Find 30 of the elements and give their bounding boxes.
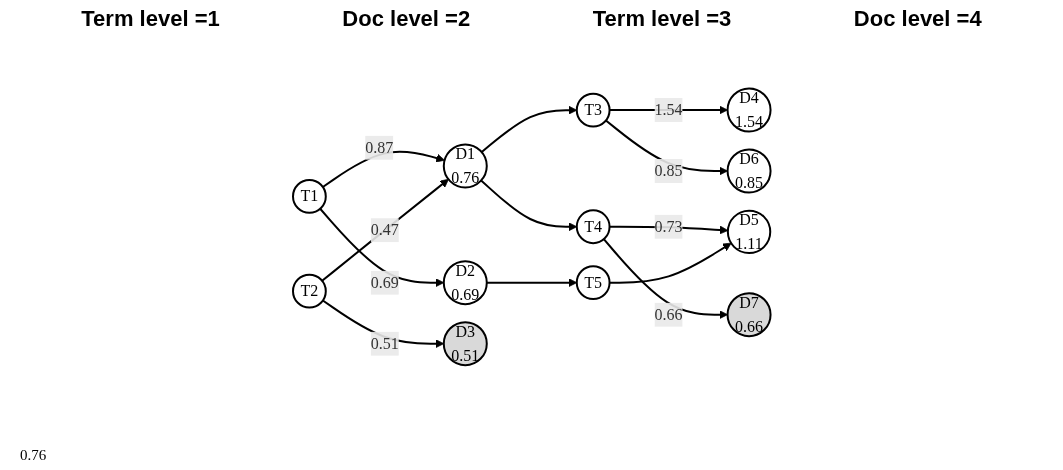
node-circle: D1 0.76 bbox=[442, 143, 488, 189]
arrow bbox=[479, 179, 577, 232]
node-circle: D7 0.66 bbox=[726, 292, 772, 338]
node-circle: D2 0.69 bbox=[442, 260, 488, 306]
column-heading: Term level =1 bbox=[81, 6, 220, 32]
edge-label: 0.73 bbox=[654, 217, 683, 235]
edge-label: 0.69 bbox=[370, 273, 399, 291]
node-circle: D4 1.54 bbox=[726, 87, 772, 133]
node-circle: D6 0.85 bbox=[726, 148, 772, 194]
column-heading: Term level =3 bbox=[592, 6, 732, 32]
column-heading: Doc level =2 bbox=[342, 6, 471, 32]
edge-label: 0.47 bbox=[370, 221, 399, 239]
edge-label: 1.54 bbox=[654, 101, 683, 119]
arrow bbox=[318, 207, 444, 288]
node-circle: D3 0.51 bbox=[442, 321, 488, 367]
edge-label: 0.85 bbox=[654, 162, 683, 180]
node-circle: T2 bbox=[291, 273, 327, 309]
column-heading: Doc level =4 bbox=[853, 6, 982, 32]
node-circle: D5 1.11 bbox=[726, 209, 771, 255]
node-circle: T4 bbox=[575, 209, 611, 245]
arrow bbox=[480, 105, 577, 154]
arrow bbox=[320, 179, 449, 282]
node-circle: T1 bbox=[291, 179, 327, 214]
arrow bbox=[602, 238, 728, 320]
edge-label: 0.51 bbox=[370, 334, 399, 352]
node-circle: T5 bbox=[575, 265, 611, 301]
edge-label: 0.87 bbox=[364, 138, 393, 156]
edge-label: 0.66 bbox=[654, 305, 683, 323]
weight-label: 0.76 bbox=[20, 447, 47, 463]
node-circle: T3 bbox=[575, 92, 611, 128]
